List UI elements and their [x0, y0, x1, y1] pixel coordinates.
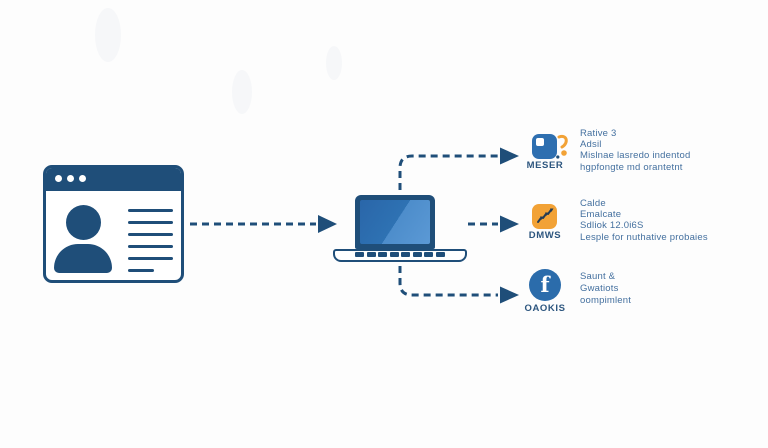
background-smudge [326, 46, 342, 80]
analytics-chart-app-icon [532, 204, 557, 229]
window-dot [79, 175, 86, 182]
arrowhead [318, 215, 337, 233]
text-line [128, 269, 154, 272]
desc-line: Mislnae lasredo indentod [580, 150, 691, 162]
desc-line: Saunt & [580, 271, 616, 282]
arrow-laptop-to-meser [398, 154, 498, 190]
desc-line: Emalcate [580, 209, 622, 221]
desc-line: hgpfongte md orantetnt [580, 161, 683, 173]
laptop-icon [355, 195, 435, 249]
browser-titlebar [46, 168, 181, 191]
laptop-keyboard [355, 252, 445, 257]
laptop-screen [360, 200, 430, 244]
app-description-meser: Rative 3 Adsil Mislnae lasredo indentod … [580, 128, 745, 173]
window-dot [67, 175, 74, 182]
text-line [128, 233, 173, 236]
app-description-oaokis: Saunt & Gwatiots oompimlent [580, 271, 745, 307]
app-label-meser: MESER [526, 160, 564, 171]
user-profile-browser-window [43, 165, 184, 283]
user-avatar-icon [54, 244, 112, 273]
text-line [128, 209, 173, 212]
laptop-base [333, 249, 467, 262]
desc-line: oompimlent [580, 295, 632, 306]
app-description-dmws: Calde Emalcate Sdliok 12.0i6S Lesple for… [580, 198, 745, 243]
messenger-icon-detail [536, 138, 544, 146]
background-smudge [232, 70, 252, 114]
text-line [128, 221, 173, 224]
arrow-laptop-to-oaokis [398, 266, 498, 297]
text-line [128, 257, 173, 260]
app-label-dmws: DMWS [528, 230, 562, 241]
messenger-icon-accent [556, 134, 568, 159]
app-label-oaokis: OAOKIS [524, 303, 566, 314]
user-avatar-icon [66, 205, 101, 240]
desc-line: Rative 3 [580, 128, 617, 139]
desc-line: Calde [580, 198, 606, 209]
text-line [128, 245, 173, 248]
window-dot [55, 175, 62, 182]
desc-line: Sdliok 12.0i6S [580, 220, 644, 232]
social-f-app-icon: f [529, 269, 561, 301]
arrowhead [500, 286, 519, 304]
desc-line: Gwatiots [580, 283, 619, 294]
messenger-app-icon [532, 134, 557, 159]
arrowhead [500, 215, 519, 233]
arrowhead [500, 147, 519, 165]
desc-line: Adsil [580, 139, 602, 151]
chart-growth-marks [537, 208, 554, 223]
desc-line: Lesple for nuthative probaies [580, 231, 708, 243]
background-smudge [95, 8, 121, 62]
